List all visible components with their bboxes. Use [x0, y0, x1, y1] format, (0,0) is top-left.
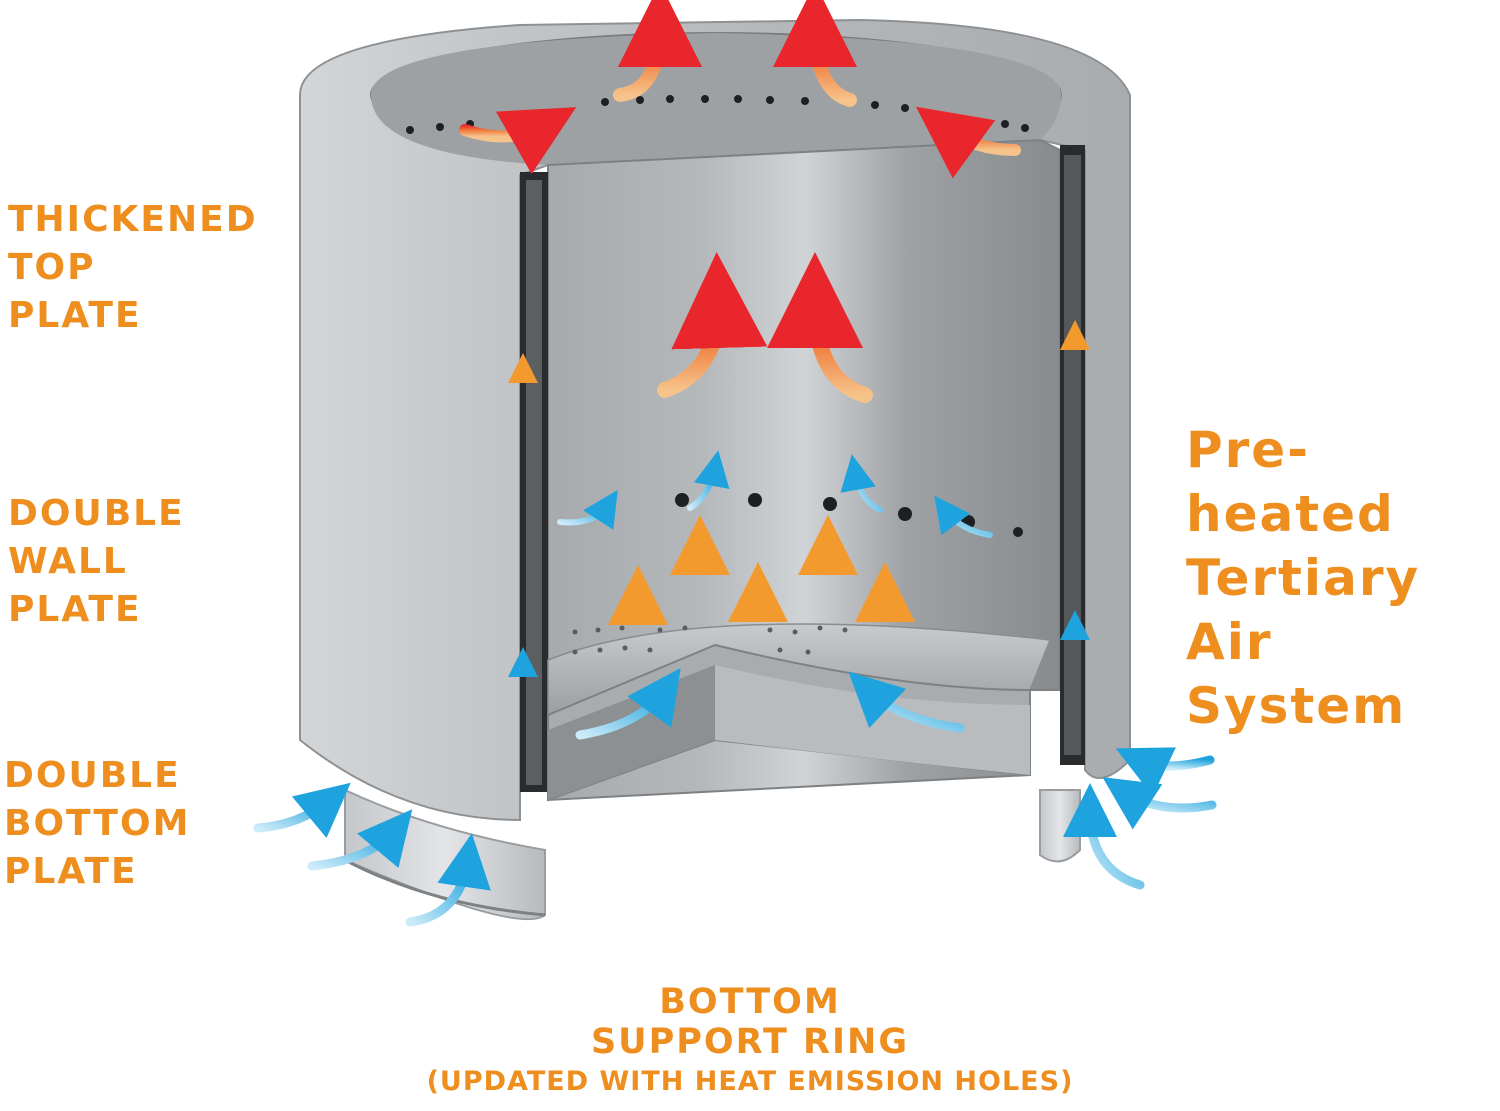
bottom-support-ring-label: BOTTOM SUPPORT RING (UPDATED WITH HEAT E…	[0, 982, 1500, 1102]
warm-air-arrows	[508, 320, 1090, 640]
label-line: BOTTOM	[4, 803, 191, 844]
label-line: SUPPORT RING	[590, 1022, 910, 1062]
tertiary-air-system-label: Pre-heated Tertiary Air System	[1186, 418, 1500, 738]
label-note: (UPDATED WITH HEAT EMISSION HOLES)	[426, 1066, 1074, 1097]
label-line: DOUBLE	[8, 493, 185, 534]
double-wall-plate-label: DOUBLE WALL PLATE	[8, 490, 185, 634]
double-bottom-plate-label: DOUBLE BOTTOM PLATE	[4, 752, 190, 896]
label-line: PLATE	[4, 851, 138, 892]
hot-air-exhaust-arrows	[459, 0, 1021, 403]
label-line: Pre-heated	[1186, 421, 1395, 543]
cold-air-intake-arrows	[253, 450, 1217, 927]
label-line: WALL	[8, 541, 128, 582]
label-line: Tertiary	[1186, 549, 1421, 607]
label-line: TOP	[8, 247, 96, 288]
thickened-top-plate-label: THICKENED TOP PLATE	[8, 196, 258, 340]
label-line: PLATE	[8, 295, 142, 336]
label-line: PLATE	[8, 589, 142, 630]
label-line: BOTTOM	[659, 982, 841, 1022]
label-line: DOUBLE	[4, 755, 181, 796]
label-line: Air System	[1186, 613, 1407, 735]
label-line: THICKENED	[8, 199, 258, 240]
